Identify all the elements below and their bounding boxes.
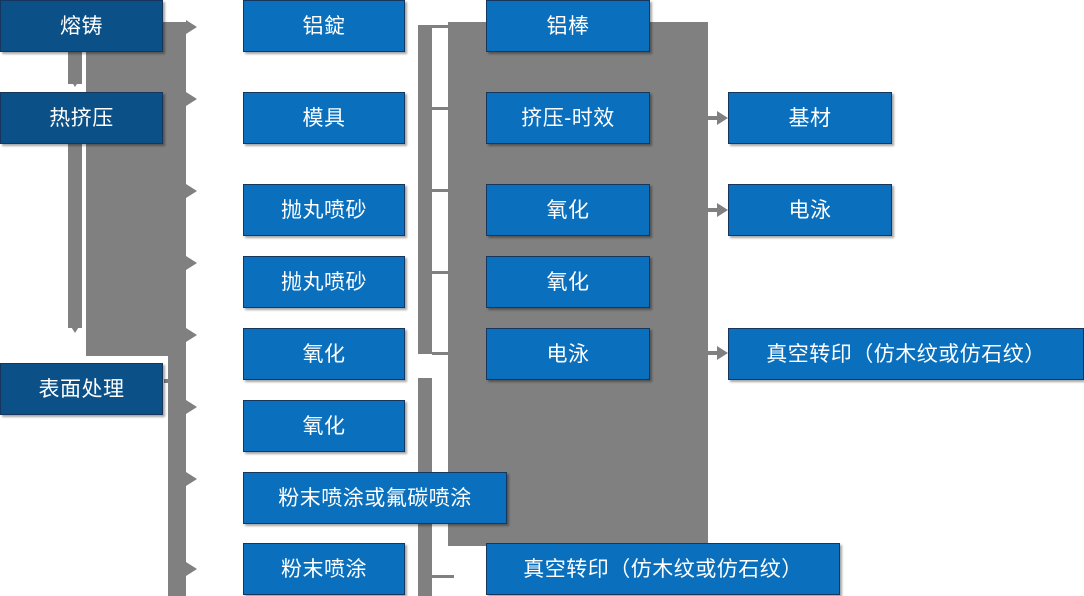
surface-stage-connector bbox=[164, 379, 186, 383]
operation-box-vacuum-transfer-printing[interactable]: 真空转印（仿木纹或仿石纹） bbox=[486, 543, 840, 595]
left-bar-arrow-7 bbox=[186, 472, 197, 486]
input-box-shot-blasting-1[interactable]: 抛丸喷砂 bbox=[243, 184, 405, 236]
operation-box-oxidation-1[interactable]: 氧化 bbox=[486, 184, 650, 236]
output-box-base-material-label: 基材 bbox=[788, 106, 832, 130]
left-bar-arrow-6 bbox=[186, 400, 197, 414]
input-box-shot-blasting-2-label: 抛丸喷砂 bbox=[281, 270, 367, 294]
output-box-vacuum-transfer-printing-label: 真空转印（仿木纹或仿石纹） bbox=[766, 342, 1046, 366]
left-bar-arrow-2 bbox=[186, 92, 197, 106]
mid-tie-5 bbox=[432, 352, 454, 355]
input-box-oxidation-2[interactable]: 氧化 bbox=[243, 400, 405, 452]
stage-spine-arrow-2 bbox=[68, 322, 82, 333]
stage-spine-arrow-1 bbox=[68, 76, 82, 87]
mid-tie-3 bbox=[432, 189, 454, 192]
left-bar-arrow-1 bbox=[186, 20, 197, 34]
stage-box-surface-treatment-label: 表面处理 bbox=[38, 377, 125, 401]
output-arrow-shaft-2 bbox=[708, 208, 718, 212]
operation-box-extrusion-aging-label: 挤压-时效 bbox=[521, 106, 615, 130]
input-box-shot-blasting-2[interactable]: 抛丸喷砂 bbox=[243, 256, 405, 308]
mid-tie-2 bbox=[432, 107, 454, 110]
operation-box-extrusion-aging[interactable]: 挤压-时效 bbox=[486, 92, 650, 144]
operation-box-vacuum-transfer-printing-label: 真空转印（仿木纹或仿石纹） bbox=[523, 557, 803, 581]
stage-box-melting-casting-label: 熔铸 bbox=[60, 14, 103, 38]
stage-box-surface-treatment[interactable]: 表面处理 bbox=[0, 363, 163, 415]
input-box-oxidation-1-label: 氧化 bbox=[302, 342, 346, 366]
left-bar-arrow-4 bbox=[186, 256, 197, 270]
stage-box-hot-extrusion[interactable]: 热挤压 bbox=[0, 92, 163, 144]
stage-box-hot-extrusion-label: 热挤压 bbox=[49, 106, 114, 130]
operation-box-electrophoresis-label: 电泳 bbox=[546, 342, 590, 366]
output-arrow-1 bbox=[717, 111, 728, 125]
left-distribution-bar bbox=[86, 22, 178, 356]
output-box-electrophoresis-label: 电泳 bbox=[788, 198, 832, 222]
stage-spine-vertical-2 bbox=[68, 140, 82, 328]
left-bar-arrow-5 bbox=[186, 328, 197, 342]
input-box-powder-or-fluorocarbon-coating-label: 粉末喷涂或氟碳喷涂 bbox=[278, 486, 472, 510]
input-box-aluminum-ingot[interactable]: 铝錠 bbox=[243, 0, 405, 52]
operation-box-oxidation-1-label: 氧化 bbox=[546, 198, 590, 222]
stage-box-melting-casting[interactable]: 熔铸 bbox=[0, 0, 163, 52]
left-bar-arrow-8 bbox=[186, 562, 197, 576]
input-box-powder-or-fluorocarbon-coating[interactable]: 粉末喷涂或氟碳喷涂 bbox=[243, 472, 507, 524]
input-box-powder-coating[interactable]: 粉末喷涂 bbox=[243, 543, 405, 595]
input-box-oxidation-2-label: 氧化 bbox=[302, 414, 346, 438]
input-box-mold-label: 模具 bbox=[302, 106, 346, 130]
output-arrow-shaft-3 bbox=[708, 351, 718, 355]
input-box-aluminum-ingot-label: 铝錠 bbox=[302, 14, 346, 38]
operation-box-aluminum-bar[interactable]: 铝棒 bbox=[486, 0, 650, 52]
mid-tie-4 bbox=[432, 271, 454, 274]
output-box-base-material[interactable]: 基材 bbox=[728, 92, 892, 144]
operation-box-oxidation-2[interactable]: 氧化 bbox=[486, 256, 650, 308]
input-box-powder-coating-label: 粉末喷涂 bbox=[281, 557, 367, 581]
operation-box-aluminum-bar-label: 铝棒 bbox=[546, 14, 590, 38]
input-box-shot-blasting-1-label: 抛丸喷砂 bbox=[281, 198, 367, 222]
left-distribution-bar-lower-wide bbox=[178, 22, 186, 596]
mid-collector-bar-upper bbox=[418, 25, 432, 354]
output-arrow-shaft-1 bbox=[708, 116, 718, 120]
input-box-mold[interactable]: 模具 bbox=[243, 92, 405, 144]
input-box-oxidation-1[interactable]: 氧化 bbox=[243, 328, 405, 380]
output-arrow-3 bbox=[717, 346, 728, 360]
stage-spine-vertical bbox=[68, 44, 82, 84]
left-bar-arrow-3 bbox=[186, 184, 197, 198]
output-box-vacuum-transfer-printing[interactable]: 真空转印（仿木纹或仿石纹） bbox=[728, 328, 1084, 380]
left-distribution-bar-lower bbox=[168, 356, 178, 596]
mid-tie-6 bbox=[432, 575, 454, 578]
mid-tie-1 bbox=[432, 25, 454, 28]
operation-box-oxidation-2-label: 氧化 bbox=[546, 270, 590, 294]
output-arrow-2 bbox=[717, 203, 728, 217]
output-box-electrophoresis[interactable]: 电泳 bbox=[728, 184, 892, 236]
operation-box-electrophoresis[interactable]: 电泳 bbox=[486, 328, 650, 380]
